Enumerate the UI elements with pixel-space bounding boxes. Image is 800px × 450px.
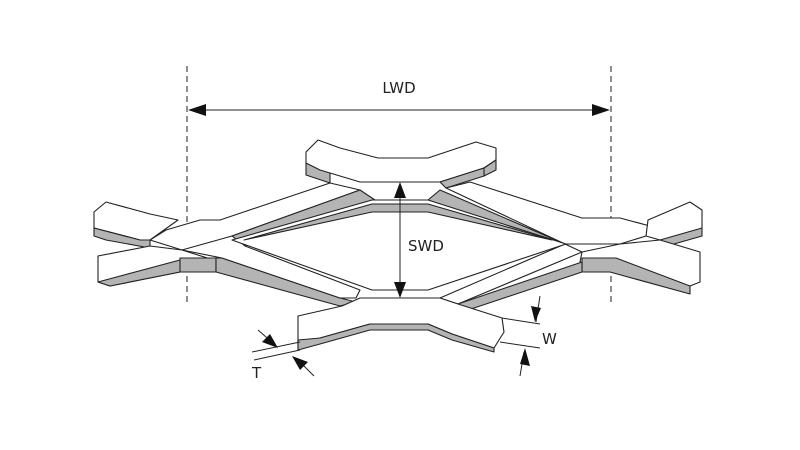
mesh-strands <box>93 139 703 353</box>
w-label: W <box>542 330 557 348</box>
swd-label: SWD <box>408 237 444 255</box>
lwd-label: LWD <box>382 79 415 97</box>
swd-dimension <box>394 182 406 298</box>
t-label: T <box>251 364 262 382</box>
w-dimension <box>499 295 541 377</box>
lwd-dimension <box>188 104 610 116</box>
t-dimension <box>251 329 315 377</box>
